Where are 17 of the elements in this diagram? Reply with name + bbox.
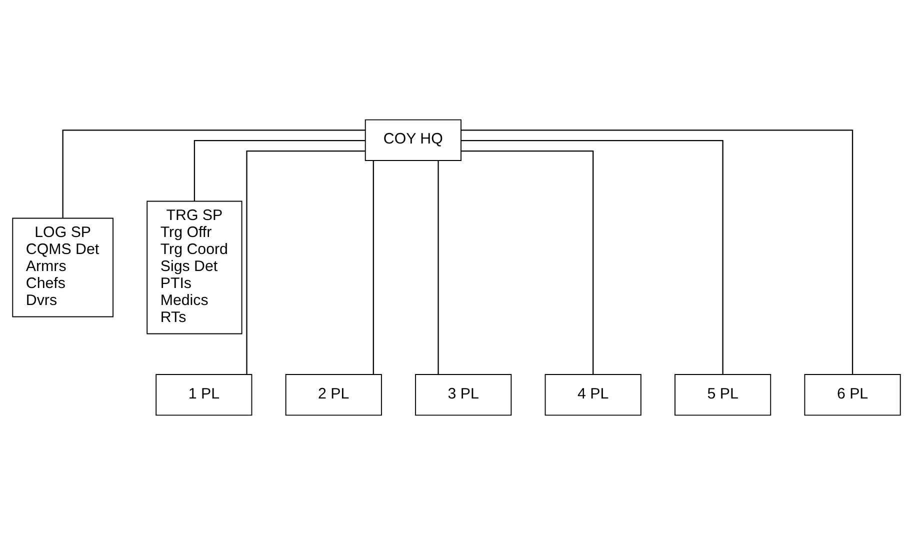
node-box: LOG SP CQMS Det Armrs Chefs Dvrs [12, 217, 114, 317]
connector [461, 129, 854, 374]
node-box: COY HQ [364, 118, 462, 160]
connector [62, 129, 366, 218]
node-box: 5 PL [674, 374, 772, 416]
node-box: TRG SP Trg Offr Trg Coord Sigs Det PTIs Medics RTs [146, 200, 242, 334]
node-box: 6 PL [804, 374, 901, 416]
connector [194, 140, 366, 201]
node-box: 1 PL [156, 374, 252, 416]
connector [461, 140, 724, 374]
node-box: 2 PL [285, 374, 382, 416]
connector [438, 160, 439, 374]
node-box: 4 PL [544, 374, 642, 416]
connector [372, 160, 374, 374]
connector [246, 150, 366, 374]
connector [461, 150, 594, 374]
node-box: 3 PL [415, 374, 512, 416]
